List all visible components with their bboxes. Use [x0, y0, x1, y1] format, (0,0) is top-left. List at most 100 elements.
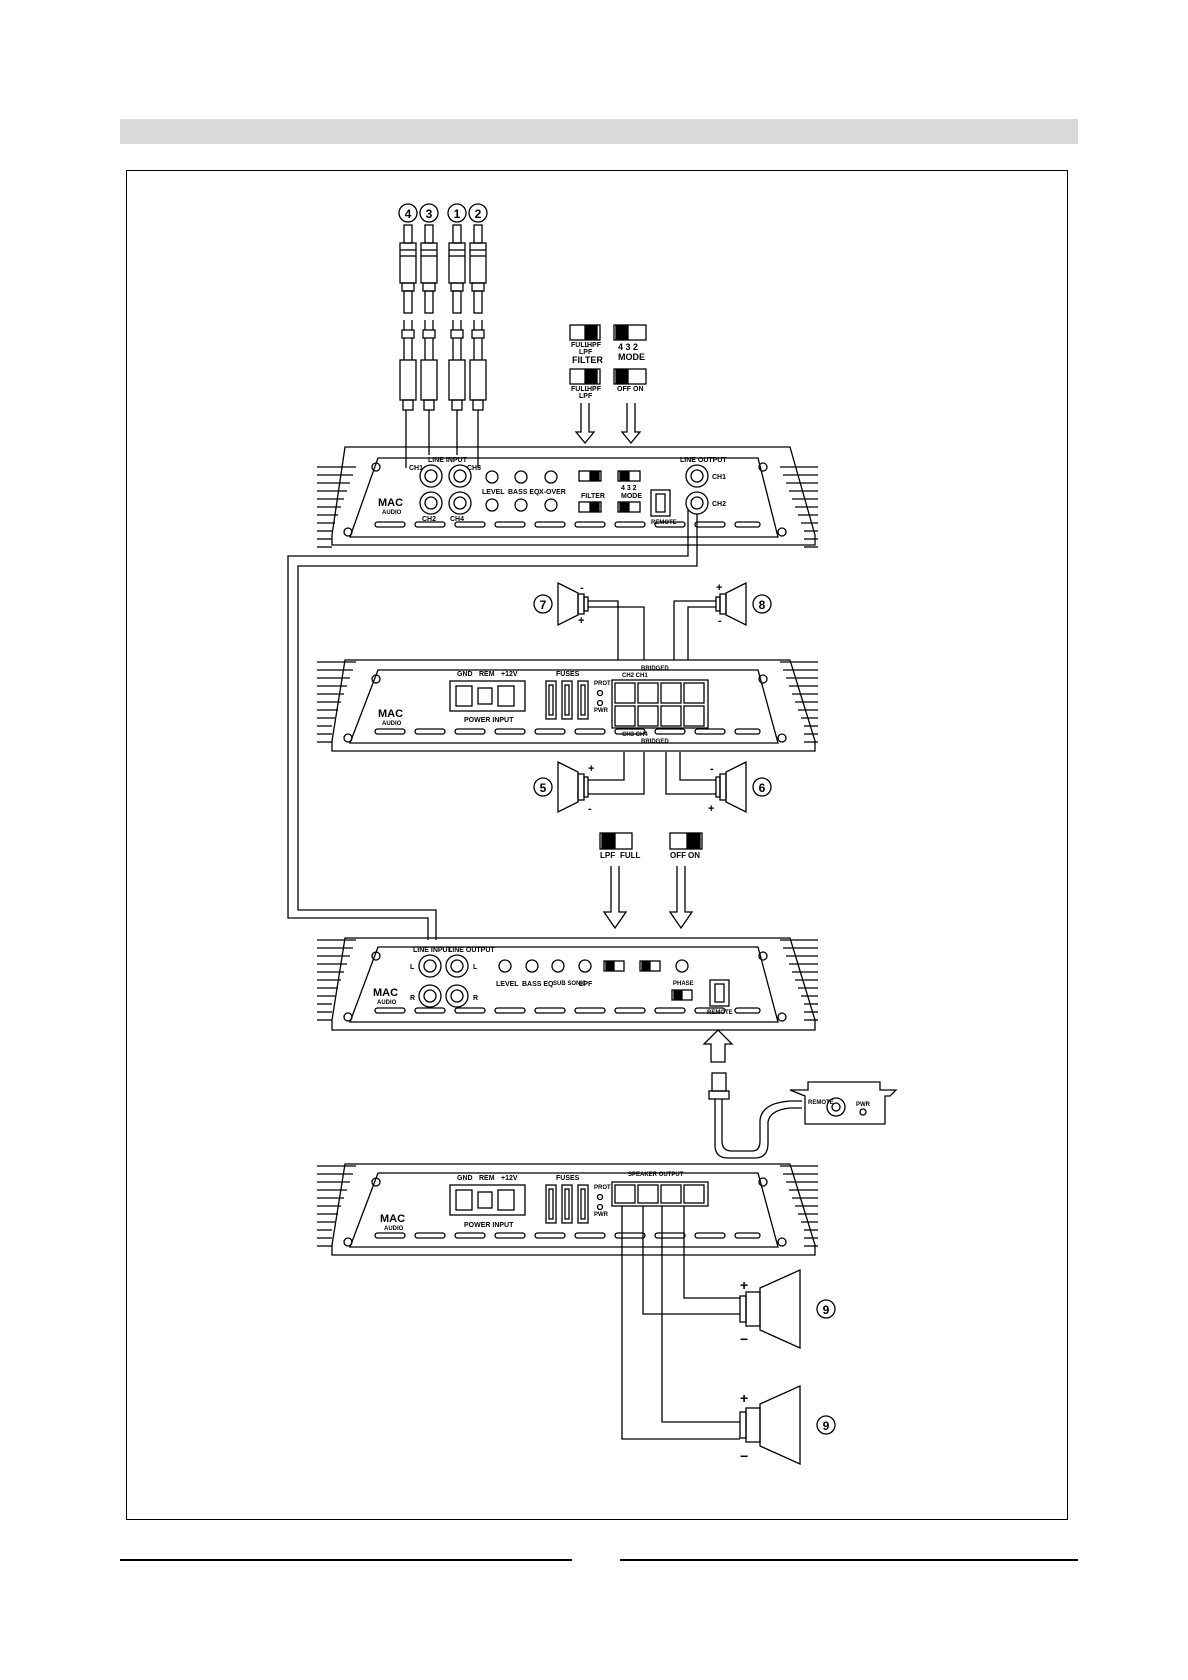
svg-text:+: + — [740, 1277, 748, 1293]
svg-text:LINE INPUT: LINE INPUT — [413, 947, 453, 954]
remote-port: REMOTE — [650, 489, 677, 526]
rca-cables: 4 3 1 2 — [398, 203, 488, 468]
up-arrow — [702, 1029, 734, 1063]
vent-slots — [374, 1007, 761, 1014]
svg-text:ON: ON — [633, 386, 644, 393]
remote-cable — [702, 1029, 802, 1159]
svg-text:PROT: PROT — [594, 681, 611, 687]
svg-text:-: - — [710, 763, 714, 775]
brand-logo: MAC AUDIO — [378, 708, 403, 727]
svg-text:LEVEL: LEVEL — [496, 981, 519, 988]
vent-slots — [374, 728, 761, 735]
svg-text:LINE OUTPUT: LINE OUTPUT — [448, 947, 495, 954]
svg-text:HPF: HPF — [587, 342, 602, 349]
power-input-terminal: GND REM +12V POWER INPUT — [449, 671, 526, 724]
svg-text:7: 7 — [540, 598, 547, 612]
heatsink-fins-left — [317, 939, 356, 1021]
svg-text:LINE INPUT: LINE INPUT — [428, 457, 468, 464]
svg-text:AUDIO: AUDIO — [377, 1000, 397, 1006]
svg-text:4: 4 — [405, 207, 412, 221]
heatsink-fins-left — [317, 661, 356, 743]
svg-text:CH4: CH4 — [450, 516, 464, 523]
svg-text:CH1: CH1 — [409, 465, 423, 472]
svg-text:+: + — [740, 1390, 748, 1406]
power-input-terminal: GND REM +12V POWER INPUT — [449, 1175, 526, 1229]
heatsink-fins-left — [317, 1165, 356, 1247]
footer-rule-left — [120, 1559, 572, 1561]
section-header-bar — [120, 119, 1078, 144]
svg-text:REM: REM — [479, 1175, 495, 1182]
speaker-output-terminal: BRIDGED CH2 CH1 CH3 CH4 BRIDGED — [611, 666, 709, 745]
line-input-jacks: LINE INPUT CH1 CH3 CH2 CH4 — [409, 457, 481, 523]
svg-text:OFF: OFF — [670, 851, 686, 860]
rca-plug-4 — [399, 224, 417, 468]
svg-text:L: L — [473, 964, 478, 971]
knobs-row-top: LEVEL BASS EQ X-OVER — [482, 470, 566, 496]
svg-text:9: 9 — [823, 1419, 830, 1433]
svg-text:LPF: LPF — [579, 981, 593, 988]
svg-text:+: + — [578, 615, 584, 627]
diagram-frame — [126, 170, 1068, 1520]
amp2-control-panel: MAC AUDIO LINE INPUT LINE OUTPUT L R L R… — [317, 937, 818, 1031]
subwoofer-2: +− 9 — [739, 1384, 836, 1466]
svg-text:MAC: MAC — [373, 987, 398, 999]
svg-text:FILTER: FILTER — [581, 493, 605, 500]
svg-text:CH3: CH3 — [467, 465, 481, 472]
mid-switch-detail: LPF FULL OFF ON — [599, 832, 703, 930]
svg-text:OFF: OFF — [617, 386, 632, 393]
svg-text:6: 6 — [759, 781, 766, 795]
fuses: FUSES — [545, 671, 589, 720]
rca-number-2: 2 — [468, 203, 488, 223]
subwoofer-1: +− 9 — [739, 1268, 836, 1350]
svg-text:PWR: PWR — [594, 1212, 609, 1218]
svg-text:CH1: CH1 — [712, 474, 726, 481]
line-input-output-jacks: LINE INPUT LINE OUTPUT L R L R — [410, 947, 495, 1008]
svg-text:CH3 CH4: CH3 CH4 — [622, 732, 648, 738]
svg-text:MAC: MAC — [378, 497, 403, 509]
heatsink-fins-left — [317, 466, 356, 548]
svg-text:REM: REM — [479, 671, 495, 678]
amp2-knobs: LEVEL BASS EQ SUB SONIC LPF — [496, 959, 593, 988]
svg-text:FULL: FULL — [571, 386, 590, 393]
svg-text:+12V: +12V — [501, 671, 518, 678]
svg-text:+: + — [708, 803, 714, 815]
amp2-switches: PHASE — [603, 959, 694, 1001]
lpf-full-switch: LPF FULL — [599, 832, 641, 860]
svg-text:8: 8 — [759, 598, 766, 612]
svg-text:CH2 CH1: CH2 CH1 — [622, 673, 648, 679]
svg-text:PROT: PROT — [594, 1185, 611, 1191]
svg-text:BASS EQ: BASS EQ — [508, 489, 540, 496]
svg-text:+: + — [588, 763, 594, 775]
speaker-8: 8 +- — [673, 581, 772, 660]
svg-text:PWR: PWR — [594, 708, 609, 714]
svg-text:LPF: LPF — [579, 349, 593, 356]
heatsink-fins-right — [780, 1165, 818, 1247]
amp1-power-panel: MAC AUDIO GND REM +12V POWER INPUT FUSES… — [317, 659, 818, 752]
svg-text:2: 2 — [475, 207, 482, 221]
svg-text:POWER INPUT: POWER INPUT — [464, 717, 514, 724]
svg-text:4 3 2: 4 3 2 — [621, 485, 637, 492]
amp1-control-panel: MAC AUDIO LINE INPUT CH1 CH3 CH2 CH4 LEV… — [317, 446, 818, 548]
svg-text:−: − — [740, 1331, 748, 1347]
svg-text:+: + — [716, 582, 722, 594]
svg-text:LPF: LPF — [579, 393, 593, 400]
vent-slots — [374, 1232, 761, 1239]
svg-text:CH2: CH2 — [422, 516, 436, 523]
svg-text:AUDIO: AUDIO — [382, 510, 402, 516]
svg-text:FUSES: FUSES — [556, 671, 580, 678]
svg-text:-: - — [580, 582, 584, 594]
down-arrow-filter — [574, 403, 596, 445]
brand-logo: MAC AUDIO — [373, 987, 398, 1006]
rca-number-3: 3 — [419, 203, 439, 223]
panel-face — [349, 457, 779, 538]
down-arrow-onoff — [668, 866, 694, 930]
heatsink-fins-right — [780, 661, 818, 743]
svg-text:SPEAKER OUTPUT: SPEAKER OUTPUT — [628, 1172, 684, 1178]
speaker-7: 7 - + — [533, 581, 645, 660]
onoff-switch-1: OFF ON — [613, 368, 647, 393]
svg-text:AUDIO: AUDIO — [384, 1226, 404, 1232]
svg-text:R: R — [410, 995, 415, 1002]
mode-switch-1: 4 3 2 MODE — [613, 324, 647, 362]
subwoofer-wiring — [621, 1206, 740, 1440]
